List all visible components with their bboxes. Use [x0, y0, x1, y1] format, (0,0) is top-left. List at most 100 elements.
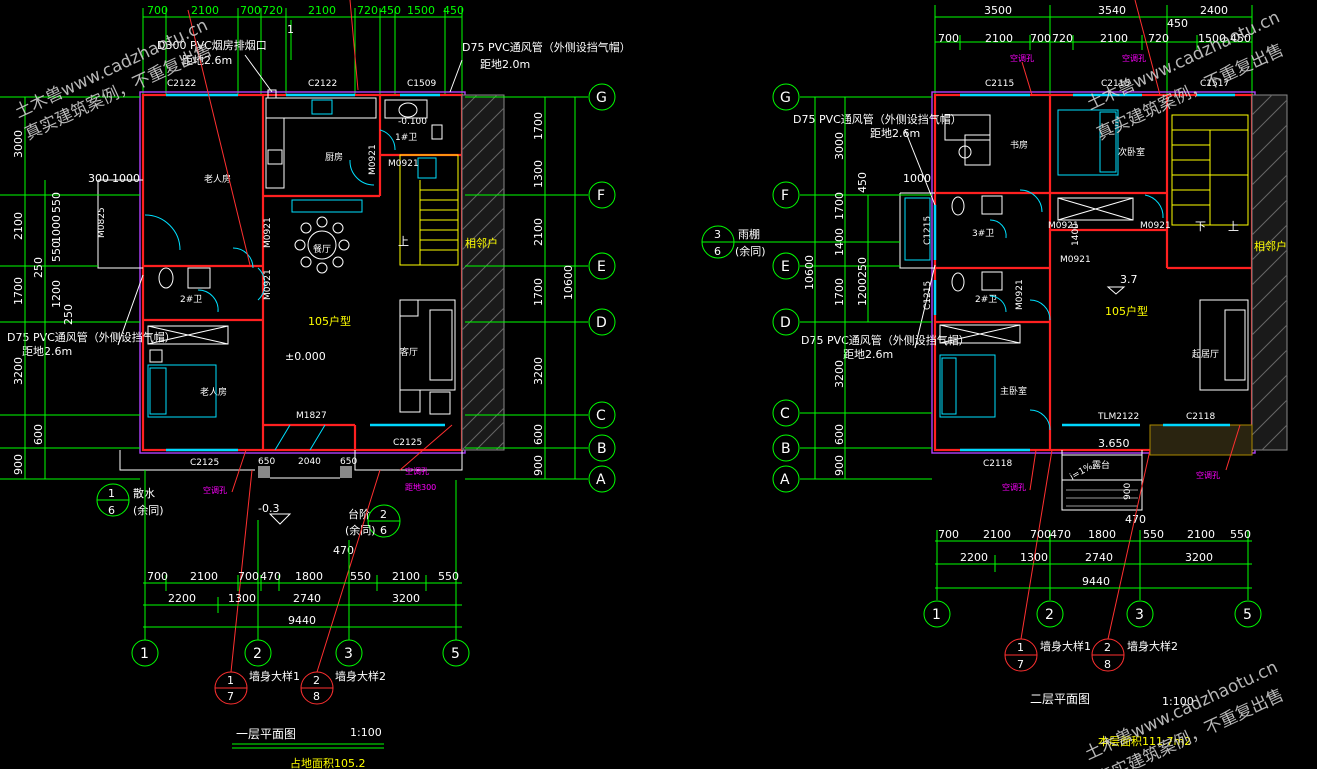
- svg-text:空调孔: 空调孔: [405, 466, 429, 476]
- second-room-terrace: 露台: [1092, 459, 1110, 471]
- svg-text:650: 650: [258, 457, 275, 467]
- first-entry-porch: 650 2040 650 -0.3 470: [258, 457, 357, 557]
- svg-text:550: 550: [1143, 528, 1164, 541]
- svg-text:700: 700: [147, 570, 168, 583]
- svg-text:2#卫: 2#卫: [975, 295, 997, 305]
- svg-text:2740: 2740: [1085, 551, 1113, 564]
- svg-text:3000: 3000: [12, 130, 25, 158]
- svg-text:墙身大样1: 墙身大样1: [249, 669, 300, 683]
- svg-text:二层平面图: 二层平面图: [1030, 692, 1090, 706]
- svg-text:6: 6: [714, 245, 721, 258]
- svg-text:C1215: C1215: [923, 216, 933, 245]
- svg-text:550: 550: [50, 192, 63, 213]
- second-neighbor-zone: 相邻户: [1251, 94, 1288, 451]
- svg-text:C2118: C2118: [983, 459, 1012, 469]
- svg-text:5: 5: [451, 646, 460, 662]
- svg-text:3200: 3200: [392, 592, 420, 605]
- svg-text:2100: 2100: [985, 32, 1013, 45]
- svg-text:250: 250: [32, 257, 45, 278]
- first-room-living: 客厅: [400, 346, 418, 358]
- second-annotations: D75 PVC通风管（外侧设挡气帽） 距地2.6m D75 PVC通风管（外侧设…: [701, 0, 1241, 672]
- svg-text:3: 3: [1135, 607, 1144, 623]
- svg-text:2: 2: [380, 508, 387, 521]
- svg-text:1: 1: [932, 607, 941, 623]
- first-ref-bubbles: 1 6 散水 (余同) 2 6 台阶 (余同) 1 7 墙身大样1 2 8 墙身…: [96, 469, 401, 705]
- svg-text:550: 550: [350, 570, 371, 583]
- first-area-note: 占地面积105.2: [290, 756, 366, 769]
- svg-text:6: 6: [108, 504, 115, 517]
- second-terrace: 露台 3.650 i=1% 470 900: [1061, 424, 1253, 526]
- svg-text:1700: 1700: [12, 277, 25, 305]
- svg-text:2100: 2100: [1100, 32, 1128, 45]
- svg-text:散水: 散水: [133, 486, 155, 500]
- first-bottom-dimensions: 700 2100 700 470 1800 550 2100 550 2200 …: [143, 470, 462, 640]
- svg-text:700: 700: [938, 32, 959, 45]
- svg-text:3.7: 3.7: [1120, 273, 1138, 286]
- svg-text:1: 1: [287, 23, 294, 36]
- svg-text:M0825: M0825: [97, 207, 107, 238]
- svg-text:D75 PVC通风管（外侧设挡气帽）: D75 PVC通风管（外侧设挡气帽）: [793, 112, 962, 126]
- svg-text:M1827: M1827: [296, 411, 327, 421]
- svg-text:本层面积111.7m2: 本层面积111.7m2: [1098, 734, 1191, 748]
- svg-text:1: 1: [140, 646, 149, 662]
- svg-text:C1517: C1517: [1200, 79, 1229, 89]
- svg-text:1200: 1200: [856, 278, 869, 306]
- svg-text:10600: 10600: [562, 265, 575, 300]
- svg-text:2200: 2200: [168, 592, 196, 605]
- svg-text:700: 700: [1030, 32, 1051, 45]
- svg-text:墙身大样2: 墙身大样2: [335, 669, 386, 683]
- svg-text:(余同): (余同): [735, 244, 766, 258]
- svg-text:空调孔: 空调孔: [1010, 53, 1034, 63]
- svg-text:距地2.6m: 距地2.6m: [870, 127, 920, 140]
- svg-text:2100: 2100: [1187, 528, 1215, 541]
- first-top-dim-4: 2100: [308, 4, 336, 17]
- svg-text:250: 250: [62, 304, 75, 325]
- first-windows: C2122 C2122 C1509 C2125 C2125: [166, 79, 445, 468]
- svg-text:M0921: M0921: [1048, 221, 1079, 231]
- first-vent-pipe-2: D75 PVC通风管（外侧设挡气帽）: [7, 330, 176, 344]
- first-room-kitchen: 厨房: [325, 151, 343, 163]
- svg-text:900: 900: [833, 455, 846, 476]
- first-plan-title: 一层平面图: [236, 727, 296, 741]
- svg-text:1: 1: [108, 487, 115, 500]
- first-win-c2125-a: C2125: [190, 458, 219, 468]
- svg-text:下: 下: [1195, 220, 1206, 233]
- first-title-block: 一层平面图 1:100 占地面积105.2: [232, 726, 384, 769]
- svg-text:C2115: C2115: [1101, 79, 1130, 89]
- svg-text:8: 8: [1104, 658, 1111, 671]
- svg-text:起居厅: 起居厅: [1192, 349, 1219, 360]
- svg-text:300: 300: [88, 172, 109, 185]
- first-left-dimensions: 3000 2100 1700 3200 900 300 1000 550 100…: [0, 96, 140, 480]
- first-vent-pipe-1: D75 PVC通风管（外侧设挡气帽）: [462, 40, 631, 54]
- svg-text:5: 5: [1243, 607, 1252, 623]
- svg-text:900: 900: [532, 455, 545, 476]
- first-vertical-axes: 1 2 3 5: [131, 639, 470, 667]
- svg-text:距地2.6m: 距地2.6m: [843, 348, 893, 361]
- svg-text:450: 450: [856, 172, 869, 193]
- svg-text:600: 600: [532, 424, 545, 445]
- svg-text:相邻户: 相邻户: [1254, 239, 1287, 253]
- svg-text:1300: 1300: [228, 592, 256, 605]
- svg-text:F: F: [597, 188, 605, 204]
- svg-text:TLM2122: TLM2122: [1097, 412, 1139, 422]
- svg-text:雨棚: 雨棚: [738, 227, 760, 241]
- svg-text:空调孔: 空调孔: [1122, 53, 1146, 63]
- svg-text:M0921: M0921: [263, 217, 273, 248]
- svg-text:i=1%: i=1%: [1069, 462, 1095, 483]
- first-floor-plan: 700 2100 700 720 2100 720 450 1500 450 1: [0, 0, 631, 769]
- svg-text:C: C: [780, 406, 790, 422]
- svg-text:1800: 1800: [295, 570, 323, 583]
- svg-text:3540: 3540: [1098, 4, 1126, 17]
- svg-text:1700: 1700: [532, 112, 545, 140]
- svg-text:470: 470: [333, 544, 354, 557]
- svg-text:C2115: C2115: [985, 79, 1014, 89]
- svg-text:M0921: M0921: [388, 159, 419, 169]
- first-top-dim-2: 700: [240, 4, 261, 17]
- first-annotations: D300 PVC烟房排烟口 距地2.6m D75 PVC通风管（外侧设挡气帽） …: [7, 0, 631, 495]
- svg-text:2100: 2100: [190, 570, 218, 583]
- svg-text:2200: 2200: [960, 551, 988, 564]
- svg-text:1000: 1000: [903, 172, 931, 185]
- svg-text:720: 720: [1052, 32, 1073, 45]
- svg-text:(余同): (余同): [345, 523, 376, 537]
